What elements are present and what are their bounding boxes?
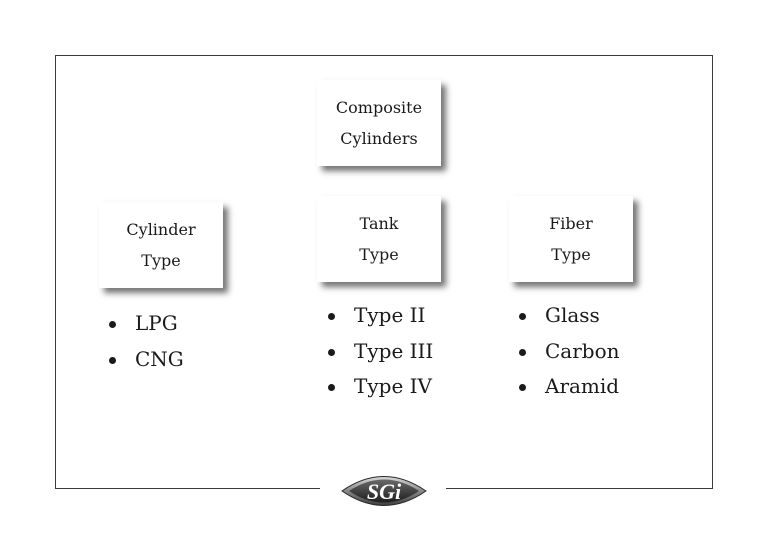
sgi-logo: SGi [341, 476, 427, 506]
root-node-composite-cylinders: Composite Cylinders [317, 80, 441, 166]
node-fiber-type-line1: Fiber [549, 214, 593, 233]
node-cylinder-type: Cylinder Type [99, 202, 223, 288]
root-node-line2: Cylinders [340, 129, 418, 148]
node-tank-type-line1: Tank [359, 214, 399, 233]
tank-type-list: Type II Type III Type IV [328, 298, 433, 405]
list-item: Type IV [328, 369, 433, 405]
list-item: Type II [328, 298, 433, 334]
root-node-line1: Composite [335, 98, 423, 117]
list-item: Aramid [519, 369, 620, 405]
list-item: CNG [109, 342, 184, 378]
fiber-type-list: Glass Carbon Aramid [519, 298, 620, 405]
node-fiber-type-line2: Type [551, 245, 591, 264]
node-cylinder-type-line1: Cylinder [126, 220, 196, 239]
sgi-logo-text: SGi [367, 479, 402, 504]
list-item: Type III [328, 334, 433, 370]
node-tank-type-line2: Type [359, 245, 399, 264]
list-item: LPG [109, 306, 184, 342]
list-item: Carbon [519, 334, 620, 370]
list-item: Glass [519, 298, 620, 334]
node-tank-type: Tank Type [317, 196, 441, 282]
node-cylinder-type-line2: Type [141, 251, 181, 270]
node-fiber-type: Fiber Type [509, 196, 633, 282]
cylinder-type-list: LPG CNG [109, 306, 184, 377]
